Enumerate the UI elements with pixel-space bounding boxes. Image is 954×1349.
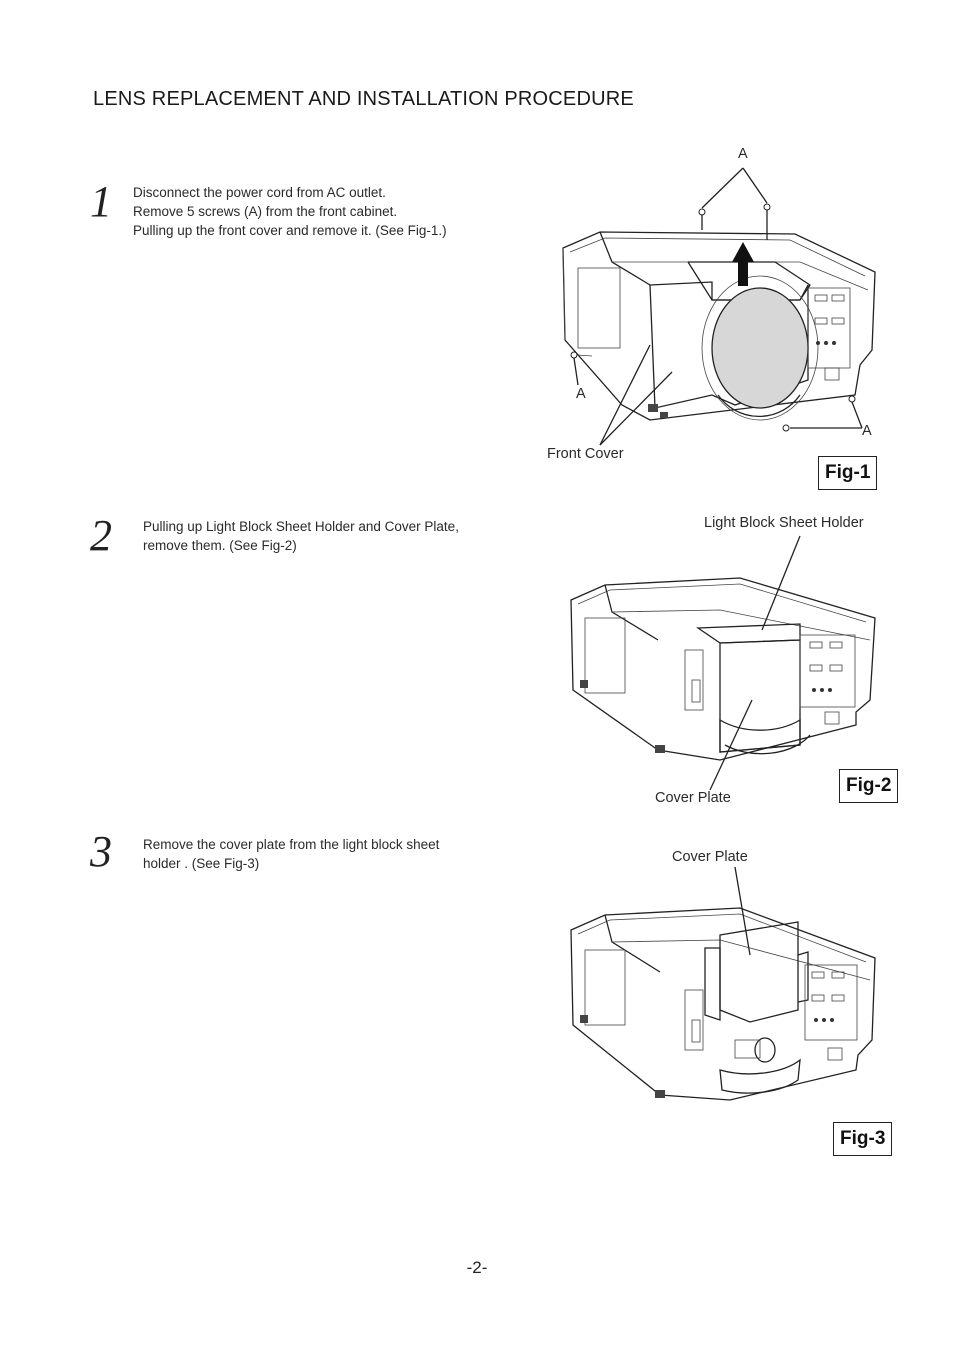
fig2-projector-body — [570, 577, 876, 761]
step-1-text: Disconnect the power cord from AC outlet… — [133, 185, 447, 238]
fig2-label: Fig-2 — [839, 769, 899, 803]
fig1-projector-body — [562, 231, 876, 421]
step-3-number: 3 — [90, 827, 112, 876]
fig3-cover-plate-leader — [734, 866, 751, 956]
fig1-front-cover-leader — [599, 344, 673, 446]
fig3-label: Fig-3 — [833, 1122, 893, 1156]
fig1-screws-top — [698, 167, 771, 240]
fig1-screws-right — [782, 395, 863, 432]
fig1-label: Fig-1 — [818, 456, 878, 490]
page-number: -2- — [466, 1258, 488, 1277]
page-title: LENS REPLACEMENT AND INSTALLATION PROCED… — [93, 88, 634, 110]
fig2-callout-holder: Light Block Sheet Holder — [704, 515, 864, 531]
fig1-callout-a-top: A — [738, 146, 748, 162]
fig3-projector-body — [570, 907, 876, 1101]
fig1-up-arrow — [732, 242, 754, 286]
step-3-text: Remove the cover plate from the light bl… — [143, 837, 440, 871]
fig2-callout-cover-plate: Cover Plate — [655, 790, 731, 806]
fig1-callout-a-right: A — [862, 423, 872, 439]
fig2-holder-leader — [761, 535, 801, 631]
fig1-screw-left — [570, 351, 593, 386]
fig1-callout-front-cover: Front Cover — [547, 446, 624, 462]
fig1-callout-a-left: A — [576, 386, 586, 402]
fig2-cover-plate-leader — [709, 699, 753, 791]
step-1-number: 1 — [90, 177, 112, 226]
step-2-text: Pulling up Light Block Sheet Holder and … — [143, 519, 459, 553]
step-2-number: 2 — [90, 511, 112, 560]
fig3-callout-cover-plate: Cover Plate — [672, 849, 748, 865]
